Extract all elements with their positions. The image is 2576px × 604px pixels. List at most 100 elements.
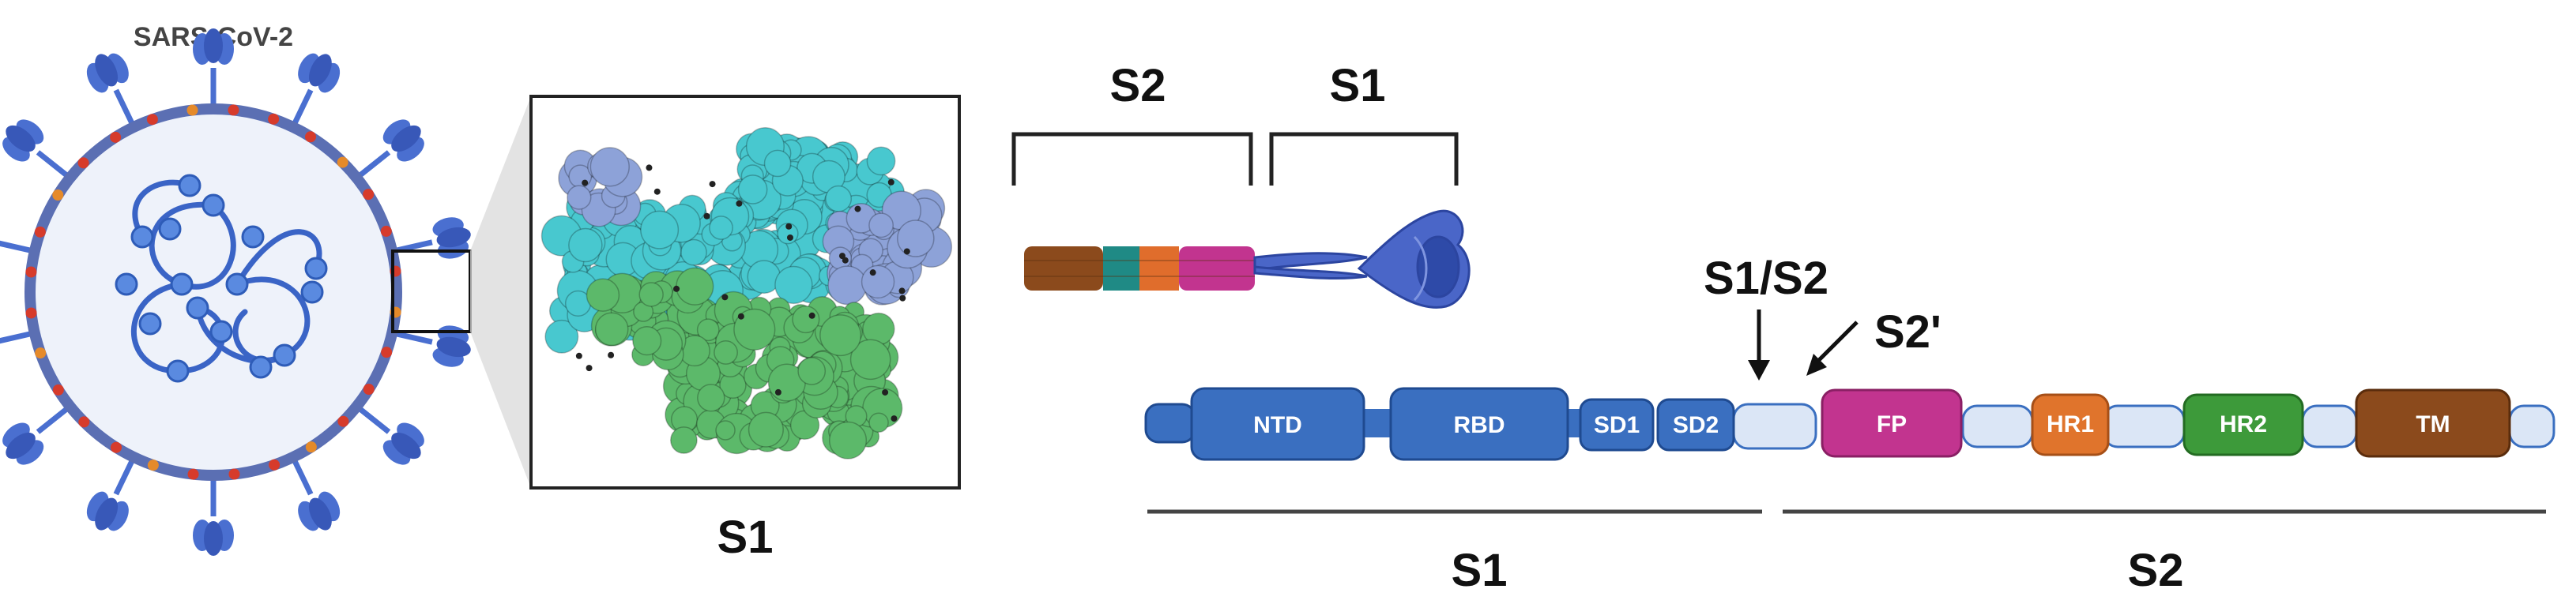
protein-chain-lavender <box>822 189 953 306</box>
structure-caption: S1 <box>717 512 774 563</box>
virus-spike <box>2 403 72 465</box>
ntd-domain <box>1190 387 1365 461</box>
envelope-protein-dot <box>77 157 89 169</box>
hr2-label: HR2 <box>2220 411 2267 437</box>
s1s2-arrow-head <box>1748 360 1770 381</box>
hr1-domain <box>2031 393 2110 456</box>
envelope-protein-dot <box>25 266 37 278</box>
virus-spike <box>193 475 234 556</box>
s2prime-site-label: S2' <box>1874 306 1941 358</box>
c-terminal-cap <box>2508 404 2555 448</box>
virus-rna-beads <box>115 174 328 383</box>
cleavage-markers: S1/S2 S2' <box>1704 253 1941 381</box>
rna-nucleocapsid-bead <box>201 193 225 217</box>
sd1-label: SD1 <box>1594 412 1640 438</box>
envelope-protein-dot <box>146 114 158 126</box>
virus-illustration: SARS-CoV-2 <box>0 22 472 556</box>
virus-spike <box>0 330 36 344</box>
rna-nucleocapsid-bead <box>130 225 154 249</box>
envelope-protein-dot <box>35 347 47 359</box>
spike-model: S2 S1 <box>1011 60 1471 309</box>
rna-nucleocapsid-bead <box>249 355 273 379</box>
region-markers: S1 S2 <box>1147 509 2546 596</box>
envelope-protein-dot <box>380 225 392 237</box>
structure-panel: S1 <box>529 95 961 563</box>
rna-nucleocapsid-bead <box>273 343 296 367</box>
virus-spike <box>86 456 137 531</box>
zoom-box <box>391 249 472 333</box>
virus-spike <box>0 240 36 254</box>
rbd-domain <box>1389 387 1569 461</box>
rna-nucleocapsid-bead <box>138 312 162 336</box>
envelope-protein-dot <box>34 226 46 238</box>
s1s2-site-label: S1/S2 <box>1704 253 1828 304</box>
virus-spike <box>290 456 341 531</box>
rna-nucleocapsid-bead <box>186 296 209 320</box>
envelope-protein-dot <box>110 131 122 143</box>
s2-region-label: S2 <box>2128 545 2184 596</box>
envelope-protein-dot <box>305 441 317 453</box>
virus-spike <box>355 119 424 181</box>
envelope-protein-dot <box>304 131 316 143</box>
glycans <box>575 164 910 422</box>
envelope-protein-dot <box>52 189 64 201</box>
virus-spike <box>290 53 341 129</box>
bracket-s2-label: S2 <box>1110 60 1166 111</box>
envelope-protein-dot <box>269 459 281 471</box>
spike-head <box>1253 209 1471 309</box>
spike-stalk <box>1024 246 1255 291</box>
rna-nucleocapsid-bead <box>170 272 194 296</box>
s1-region-label: S1 <box>1452 545 1508 596</box>
hr2-domain <box>2182 393 2304 456</box>
envelope-protein-dot <box>187 468 199 480</box>
rna-nucleocapsid-bead <box>178 174 201 197</box>
rna-nucleocapsid-bead <box>300 280 324 304</box>
s2prime-arrow-shaft <box>1816 321 1859 363</box>
linker-hr2-tm <box>2301 404 2358 448</box>
tm-domain <box>2355 388 2511 458</box>
virus-spike <box>391 217 471 259</box>
virus-spike <box>2 119 72 181</box>
envelope-protein-dot <box>52 384 64 396</box>
linker-hr1-hr2 <box>2102 404 2186 448</box>
envelope-protein-dot <box>363 189 375 201</box>
tm-label: TM <box>2416 411 2450 437</box>
sd1-domain <box>1579 398 1655 452</box>
linker-cleavage-region <box>1732 403 1817 450</box>
protein-structure <box>540 127 953 460</box>
sd2-label: SD2 <box>1673 412 1719 438</box>
stalk-orange-segment <box>1139 246 1179 291</box>
stalk-fp-segment <box>1179 246 1255 291</box>
envelope-protein-dot <box>25 307 37 319</box>
bracket-s2 <box>1011 132 1253 186</box>
fp-domain <box>1821 388 1963 458</box>
virus-spike <box>193 28 234 109</box>
rna-nucleocapsid-bead <box>225 272 249 296</box>
envelope-protein-dot <box>337 415 349 427</box>
virus-spike <box>391 325 471 367</box>
rna-nucleocapsid-bead <box>166 359 190 383</box>
domain-map: NTD RBD SD1 SD2 FP HR1 HR2 TM <box>1144 387 2555 461</box>
rna-nucleocapsid-bead <box>304 257 328 280</box>
envelope-protein-dot <box>186 104 198 116</box>
envelope-protein-dot <box>268 113 280 125</box>
zoom-lines <box>470 96 531 488</box>
rna-nucleocapsid-bead <box>209 320 233 343</box>
envelope-protein-dot <box>111 441 122 453</box>
linker-fp-hr1 <box>1961 404 2034 448</box>
sd2-domain <box>1656 398 1735 452</box>
bracket-s1-label: S1 <box>1330 60 1386 111</box>
virus-spike <box>355 403 424 465</box>
envelope-protein-dot <box>228 468 240 480</box>
hr1-label: HR1 <box>2047 411 2094 437</box>
rna-nucleocapsid-bead <box>158 217 182 241</box>
envelope-protein-dot <box>78 416 90 428</box>
bracket-s1 <box>1269 132 1459 186</box>
linker-ntd-rbd <box>1361 409 1392 437</box>
envelope-protein-dot <box>337 156 348 168</box>
rbd-label: RBD <box>1454 412 1505 438</box>
fp-label: FP <box>1877 411 1907 437</box>
envelope-protein-dot <box>147 460 159 471</box>
rna-nucleocapsid-bead <box>241 225 265 249</box>
